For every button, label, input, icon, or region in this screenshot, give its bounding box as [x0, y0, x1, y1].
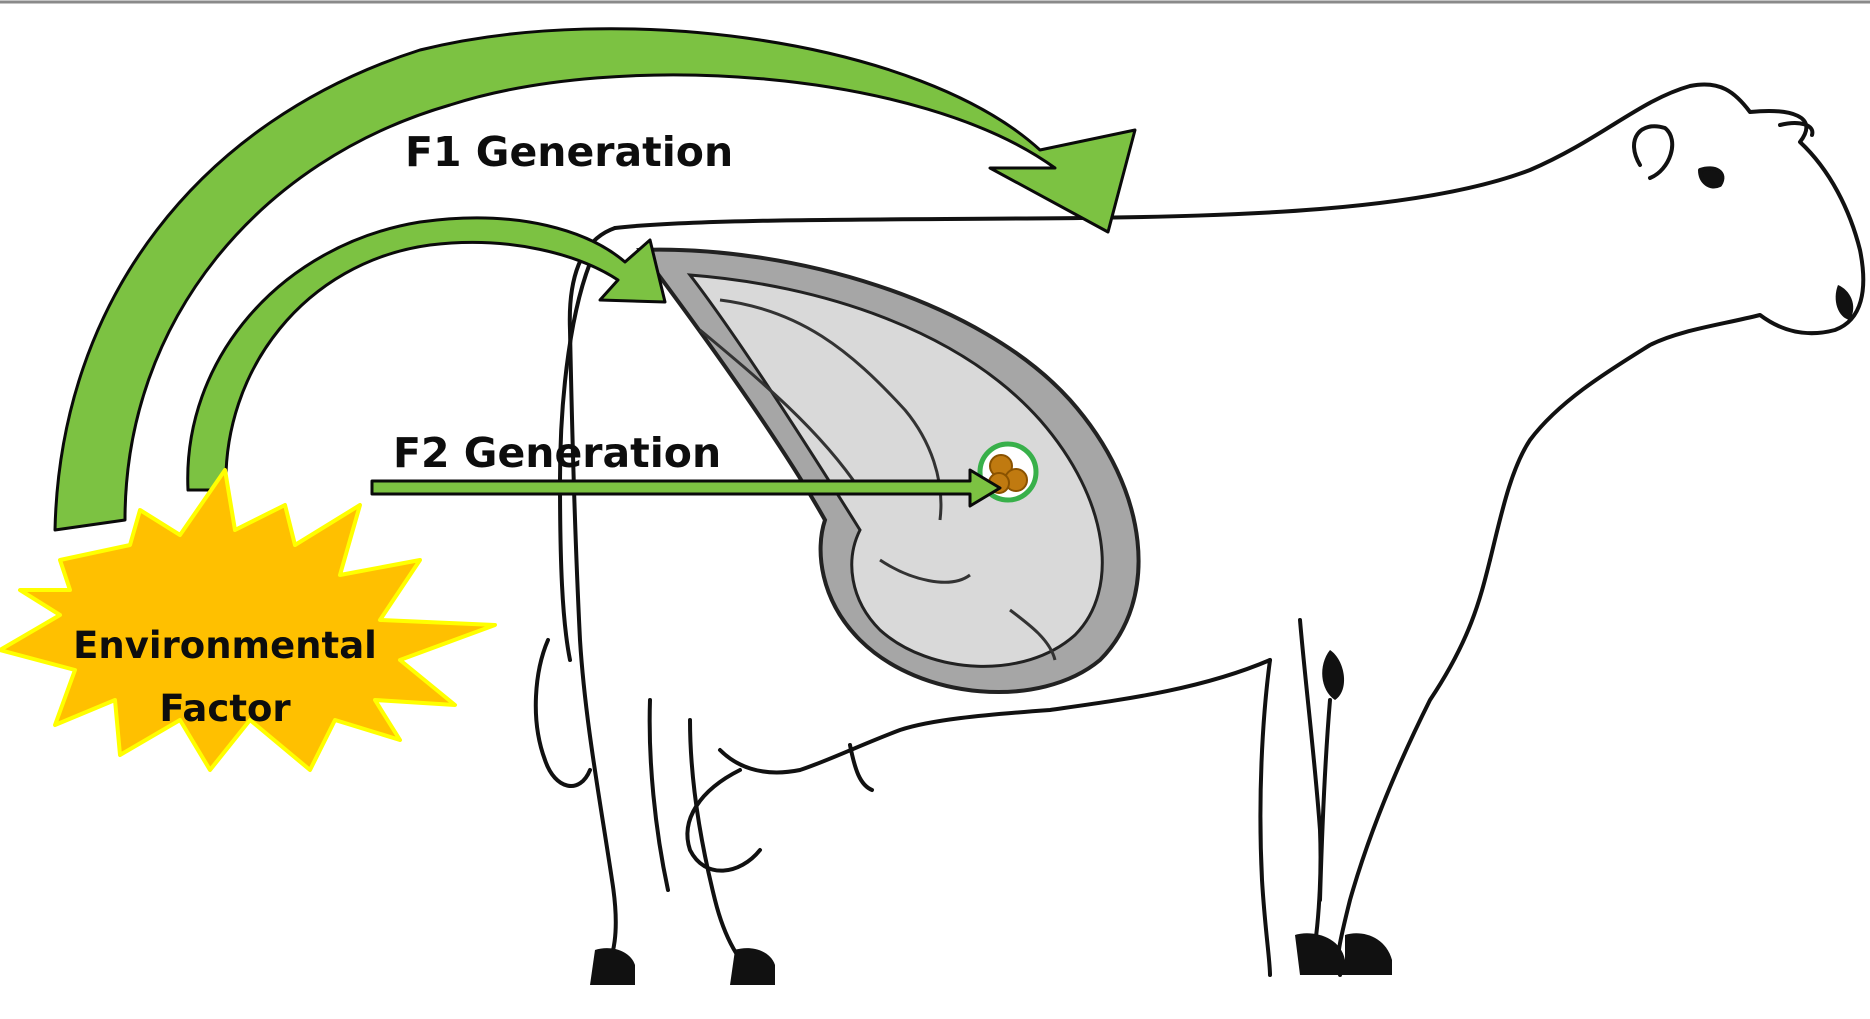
cow-outline [536, 84, 1863, 980]
environmental-factor-line1: Environmental [45, 614, 405, 677]
environmental-factor-label: Environmental Factor [45, 614, 405, 740]
environmental-factor-line2: Factor [45, 677, 405, 740]
f2-generation-label: F2 Generation [393, 429, 721, 477]
f1-generation-label: F1 Generation [405, 128, 733, 176]
